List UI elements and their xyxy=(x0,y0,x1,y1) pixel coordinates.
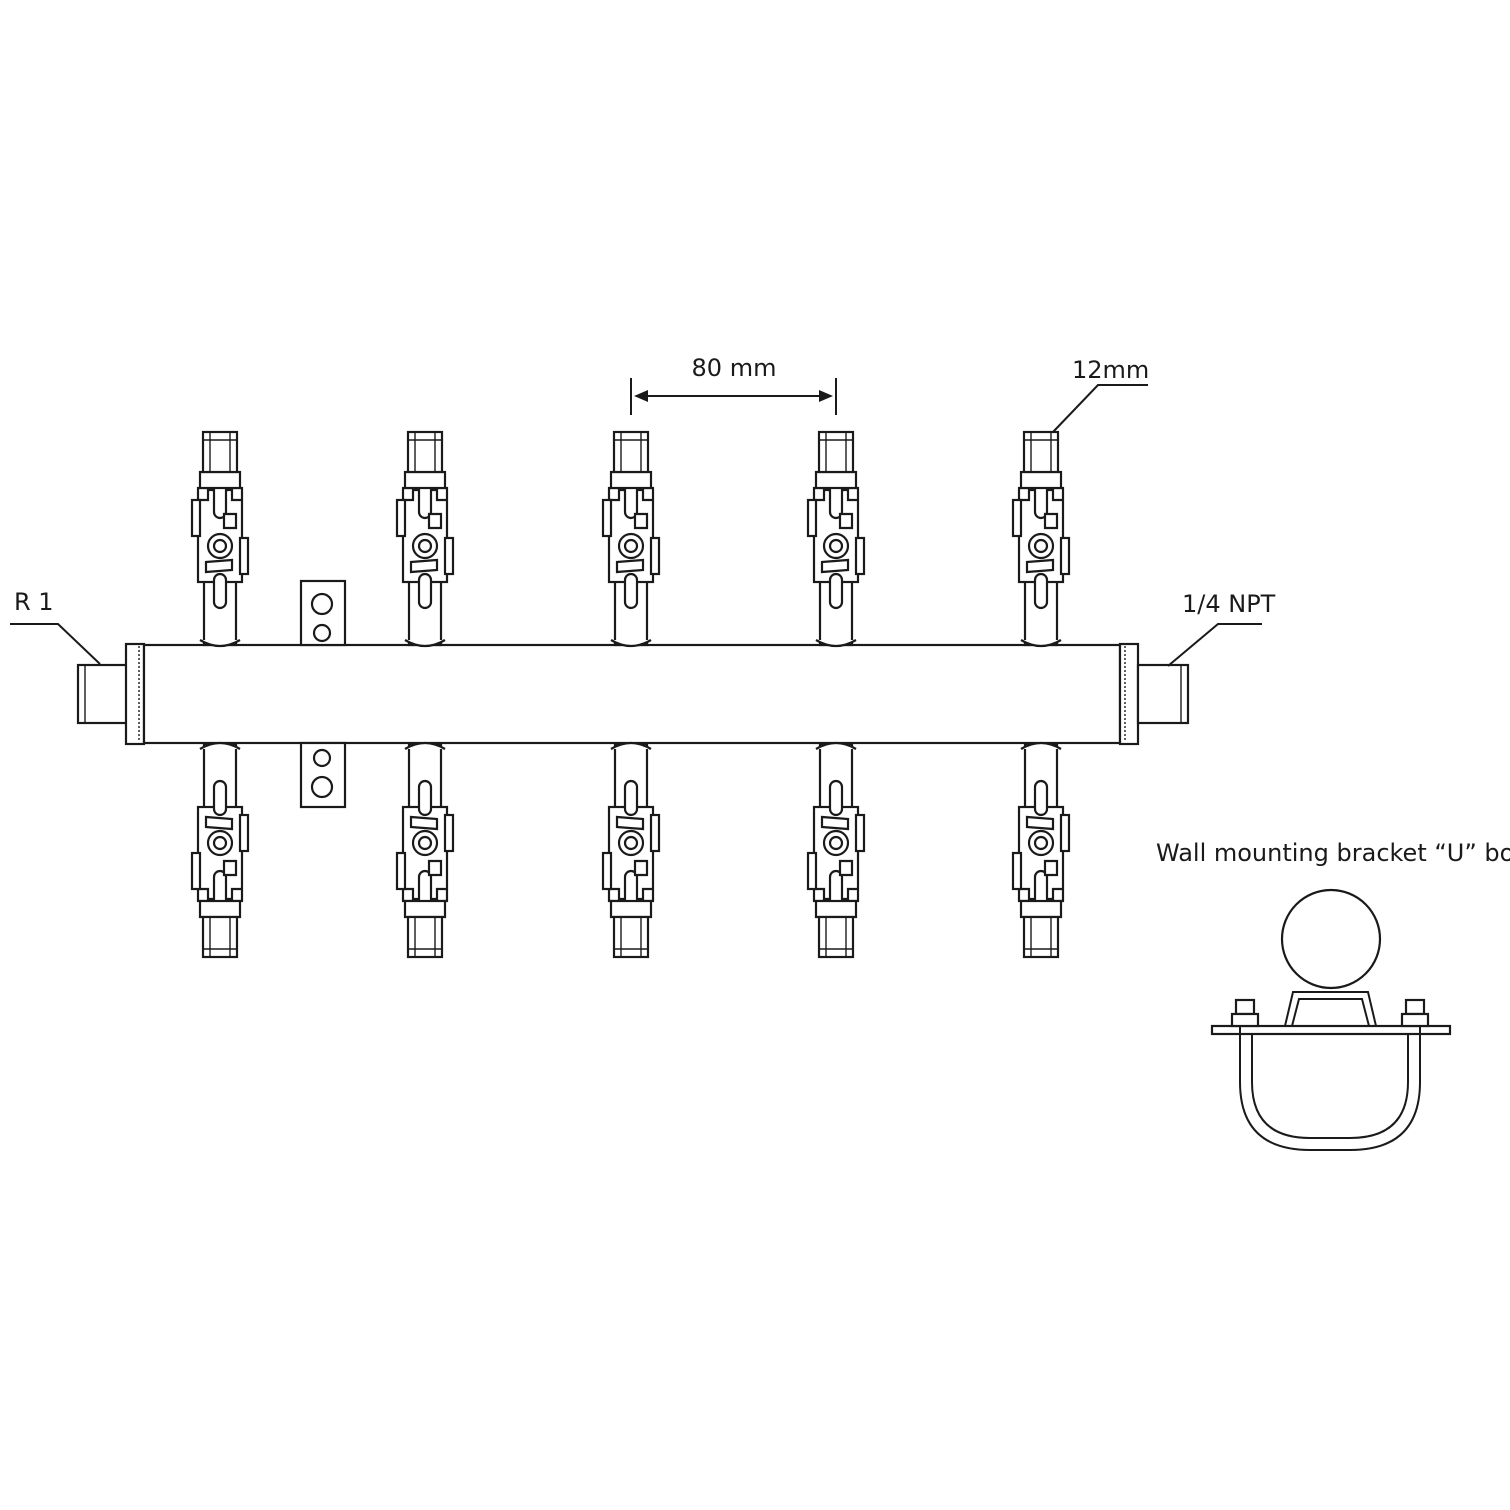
valve-bottom-5 xyxy=(1011,741,1071,959)
valve-top-4 xyxy=(806,430,866,648)
leader-12mm: 12mm xyxy=(1052,356,1149,433)
inlet-thread-label: R 1 xyxy=(14,588,54,616)
outlet-thread-label: 1/4 NPT xyxy=(1182,590,1276,618)
valve-top-3 xyxy=(601,430,661,648)
dimension-80mm: 80 mm xyxy=(630,354,837,415)
leader-r1: R 1 xyxy=(10,588,101,665)
valve-top-1 xyxy=(190,430,250,648)
tube-size-label: 12mm xyxy=(1072,356,1149,384)
u-bolt-bracket: Wall mounting bracket “U” bolt xyxy=(1156,839,1510,1151)
valve-top-2 xyxy=(395,430,455,648)
valve-top-5 xyxy=(1011,430,1071,648)
leader-npt: 1/4 NPT xyxy=(1167,590,1276,667)
valve-bottom-2 xyxy=(395,741,455,959)
valve-bottom-4 xyxy=(806,741,866,959)
valve-bottom-1 xyxy=(190,741,250,959)
pipe-section xyxy=(1280,888,1382,990)
mounting-bracket-plate xyxy=(299,579,347,809)
manifold-body xyxy=(76,642,1190,746)
bracket-caption: Wall mounting bracket “U” bolt xyxy=(1156,839,1510,867)
spacing-label: 80 mm xyxy=(692,354,777,382)
valve-bottom-3 xyxy=(601,741,661,959)
